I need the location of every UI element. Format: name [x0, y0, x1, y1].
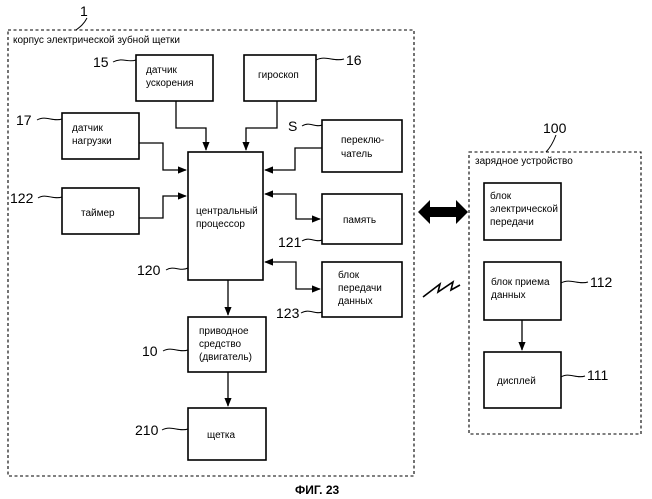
load-sensor-ref: 17: [16, 112, 32, 128]
wire-timer-to-cpu: [139, 196, 186, 218]
gyro-label: гироскоп: [258, 70, 299, 81]
cpu-label-2: процессор: [196, 219, 245, 230]
load-sensor-ref-leader: [37, 118, 62, 120]
switch-box: [322, 120, 402, 172]
cpu-ref: 120: [137, 262, 161, 278]
cpu-label-1: центральный: [196, 206, 258, 217]
housing-ref-leader: [76, 18, 87, 30]
drive-label-2: средство: [199, 339, 242, 350]
display-ref-leader: [561, 375, 585, 377]
gyro-block: гироскоп 16: [244, 52, 362, 101]
memory-ref: 121: [278, 234, 302, 250]
switch-block: переклю- чатель S: [288, 118, 402, 172]
power-unit-block: блок электрической передачи: [484, 183, 561, 240]
drive-block: приводное средство (двигатель) 10: [142, 317, 266, 372]
drive-label-1: приводное: [199, 326, 249, 337]
tx-label-2: передачи: [338, 283, 382, 294]
memory-label: память: [343, 215, 376, 226]
power-unit-label-3: передачи: [490, 217, 534, 228]
charger-ref: 100: [543, 120, 567, 136]
cpu-ref-leader: [166, 268, 188, 270]
housing-label: корпус электрической зубной щетки: [13, 34, 180, 46]
charger-label: зарядное устройство: [475, 156, 573, 167]
wire-cpu-memory: [265, 194, 320, 219]
rx-ref: 112: [590, 274, 613, 290]
tx-block: блок передачи данных 123: [276, 262, 402, 321]
cpu-block: центральный процессор 120: [137, 152, 263, 280]
wire-accel-to-cpu: [176, 101, 206, 150]
accel-sensor-ref: 15: [93, 54, 109, 70]
tx-ref-leader: [301, 311, 322, 313]
switch-label-1: переклю-: [341, 135, 384, 146]
charger-ref-leader: [546, 135, 556, 152]
display-label: дисплей: [497, 376, 536, 387]
timer-ref: 122: [10, 190, 34, 206]
drive-ref: 10: [142, 343, 158, 359]
power-unit-label-1: блок: [490, 190, 512, 202]
accel-sensor-label-1: датчик: [146, 65, 178, 76]
brush-ref: 210: [135, 422, 159, 438]
wire-load-to-cpu: [139, 143, 186, 170]
drive-label-3: (двигатель): [199, 352, 252, 363]
memory-ref-leader: [302, 239, 322, 241]
wireless-link-icon: [423, 282, 460, 297]
accel-sensor-ref-leader: [113, 60, 136, 62]
accel-sensor-label-2: ускорения: [146, 78, 194, 89]
wire-switch-to-cpu: [265, 148, 322, 170]
tx-label-3: данных: [338, 296, 373, 307]
wire-cpu-tx: [265, 262, 320, 289]
rx-label-2: данных: [491, 290, 526, 301]
brush-block: щетка 210: [135, 408, 266, 460]
rx-label-1: блок приема: [491, 276, 550, 288]
brush-label: щетка: [207, 430, 236, 441]
tx-ref: 123: [276, 305, 300, 321]
display-ref: 111: [587, 367, 608, 383]
switch-label-2: чатель: [341, 149, 372, 160]
switch-ref-leader: [302, 124, 322, 126]
figure-caption: ФИГ. 23: [295, 483, 340, 497]
drive-ref-leader: [163, 349, 188, 351]
timer-label: таймер: [81, 208, 115, 219]
timer-ref-leader: [38, 196, 62, 198]
rx-ref-leader: [561, 281, 588, 283]
wire-gyro-to-cpu: [246, 101, 277, 150]
load-sensor-label-2: нагрузки: [72, 136, 112, 147]
gyro-ref: 16: [346, 52, 362, 68]
display-block: дисплей 111: [484, 352, 608, 408]
gyro-ref-leader: [316, 58, 344, 60]
brush-ref-leader: [162, 428, 188, 430]
tx-label-1: блок: [338, 269, 360, 281]
timer-block: таймер 122: [10, 188, 139, 234]
double-arrow-icon: [418, 200, 468, 224]
rx-block: блок приема данных 112: [484, 262, 613, 320]
load-sensor-block: датчик нагрузки 17: [16, 112, 139, 159]
switch-ref: S: [288, 118, 297, 134]
power-unit-label-2: электрической: [490, 204, 558, 215]
accel-sensor-block: датчик ускорения 15: [93, 54, 213, 101]
load-sensor-label-1: датчик: [72, 123, 104, 134]
housing-ref: 1: [80, 3, 88, 19]
